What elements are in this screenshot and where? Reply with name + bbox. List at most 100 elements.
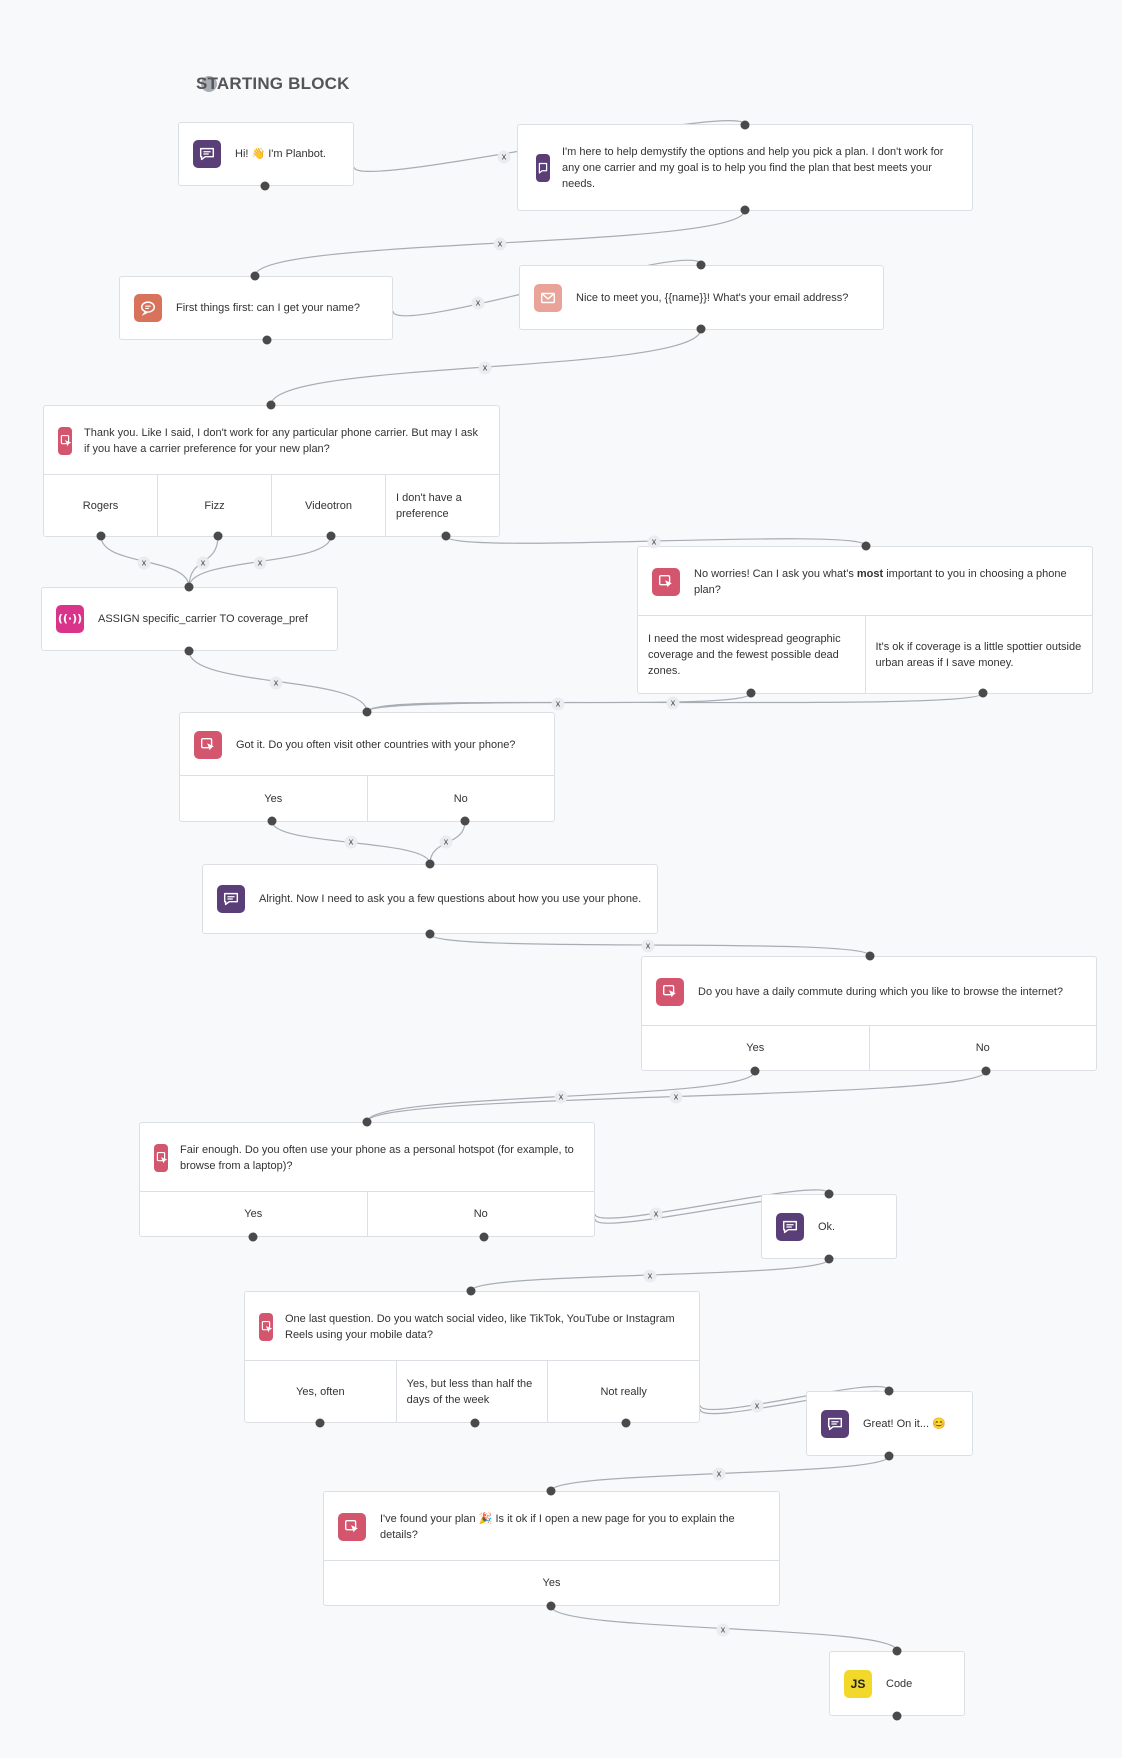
delete-connection-icon[interactable]: x (643, 1269, 657, 1283)
connector-port[interactable] (892, 1646, 902, 1656)
delete-connection-icon[interactable]: x (137, 556, 151, 570)
node-usage-message[interactable]: Alright. Now I need to ask you a few que… (202, 864, 658, 934)
delete-connection-icon[interactable]: x (716, 1623, 730, 1637)
connector-port[interactable] (184, 646, 194, 656)
node-intro[interactable]: I'm here to help demystify the options a… (517, 124, 973, 211)
connector-port[interactable] (262, 335, 272, 345)
connector-port[interactable] (696, 324, 706, 334)
connector-port[interactable] (466, 1286, 476, 1296)
start-marker[interactable] (201, 76, 217, 92)
envelope-icon (534, 283, 562, 312)
connector-port[interactable] (981, 1066, 991, 1076)
connector-port[interactable] (266, 400, 276, 410)
delete-connection-icon[interactable]: x (551, 697, 565, 711)
choice-no[interactable]: No (366, 1192, 595, 1236)
connector-port[interactable] (892, 1711, 902, 1721)
connector-port[interactable] (978, 688, 988, 698)
connector-port[interactable] (546, 1486, 556, 1496)
choice-yes[interactable]: Yes (264, 792, 283, 805)
connector-port[interactable] (740, 120, 750, 130)
choice-videotron[interactable]: Videotron (271, 475, 385, 536)
node-commute-question[interactable]: Do you have a daily commute during which… (641, 956, 1097, 1071)
delete-connection-icon[interactable]: x (344, 835, 358, 849)
node-great-message[interactable]: Great! On it... 😊 (806, 1391, 973, 1456)
connector-port[interactable] (479, 1232, 489, 1242)
choice-save-money[interactable]: It's ok if coverage is a little spottier… (864, 616, 1093, 693)
connector-port[interactable] (315, 1418, 325, 1428)
connector-port[interactable] (546, 1601, 556, 1611)
connector-port[interactable] (184, 582, 194, 592)
connector-port[interactable] (621, 1418, 631, 1428)
delete-connection-icon[interactable]: x (196, 556, 210, 570)
connector-port[interactable] (362, 1117, 372, 1127)
delete-connection-icon[interactable]: x (439, 835, 453, 849)
choice-row: Yes No (140, 1191, 594, 1236)
node-found-question[interactable]: I've found your plan 🎉 Is it ok if I ope… (323, 1491, 780, 1606)
delete-connection-icon[interactable]: x (493, 237, 507, 251)
node-assign[interactable]: ((·)) ASSIGN specific_carrier TO coverag… (41, 587, 338, 651)
connector-port[interactable] (740, 205, 750, 215)
delete-connection-icon[interactable]: x (497, 150, 511, 164)
node-countries-question[interactable]: Got it. Do you often visit other countri… (179, 712, 555, 822)
connector-port[interactable] (362, 707, 372, 717)
choice-row: Yes No (180, 775, 554, 821)
connector-port[interactable] (865, 951, 875, 961)
connector-port[interactable] (861, 541, 871, 551)
delete-connection-icon[interactable]: x (269, 676, 283, 690)
choice-no[interactable]: No (868, 1026, 1097, 1070)
node-coverage-question[interactable]: No worries! Can I ask you what's most im… (637, 546, 1093, 694)
node-social-question[interactable]: One last question. Do you watch social v… (244, 1291, 700, 1423)
connector-port[interactable] (213, 531, 223, 541)
node-hotspot-question[interactable]: Fair enough. Do you often use your phone… (139, 1122, 595, 1237)
connector-port[interactable] (260, 181, 270, 191)
delete-connection-icon[interactable]: x (666, 696, 680, 710)
choice-yes[interactable]: Yes (746, 1042, 765, 1054)
connector-port[interactable] (824, 1189, 834, 1199)
connector-port[interactable] (425, 859, 435, 869)
choice-yes-often[interactable]: Yes, often (296, 1385, 345, 1398)
connector-port[interactable] (884, 1451, 894, 1461)
delete-connection-icon[interactable]: x (712, 1467, 726, 1481)
choice-yes[interactable]: Yes (244, 1208, 263, 1220)
connector-port[interactable] (696, 260, 706, 270)
choice-yes[interactable]: Yes (542, 1577, 561, 1589)
node-ask-email[interactable]: Nice to meet you, {{name}}! What's your … (519, 265, 884, 330)
connector-port[interactable] (470, 1418, 480, 1428)
delete-connection-icon[interactable]: x (750, 1399, 764, 1413)
connector-port[interactable] (425, 929, 435, 939)
node-greeting[interactable]: Hi! 👋 I'm Planbot. (178, 122, 354, 186)
node-carrier-question[interactable]: Thank you. Like I said, I don't work for… (43, 405, 500, 537)
connector-port[interactable] (441, 531, 451, 541)
node-code[interactable]: JS Code (829, 1651, 965, 1716)
delete-connection-icon[interactable]: x (647, 535, 661, 549)
connector-port[interactable] (824, 1254, 834, 1264)
connector-port[interactable] (750, 1066, 760, 1076)
choice-not-really[interactable]: Not really (547, 1361, 699, 1422)
delete-connection-icon[interactable]: x (554, 1090, 568, 1104)
delete-connection-icon[interactable]: x (669, 1090, 683, 1104)
delete-connection-icon[interactable]: x (649, 1207, 663, 1221)
choice-wide-coverage[interactable]: I need the most widespread geographic co… (648, 632, 841, 677)
connector-port[interactable] (248, 1232, 258, 1242)
connector-port[interactable] (884, 1386, 894, 1396)
choice-fizz[interactable]: Fizz (157, 475, 271, 536)
delete-connection-icon[interactable]: x (471, 296, 485, 310)
delete-connection-icon[interactable]: x (478, 361, 492, 375)
connector-port[interactable] (96, 531, 106, 541)
connector-port[interactable] (326, 531, 336, 541)
connector-port[interactable] (460, 816, 470, 826)
node-ok-message[interactable]: Ok. (761, 1194, 897, 1259)
pointer-choice-icon (154, 1144, 168, 1172)
connector-port[interactable] (746, 688, 756, 698)
connector-port[interactable] (267, 816, 277, 826)
delete-connection-icon[interactable]: x (641, 939, 655, 953)
node-text: Alright. Now I need to ask you a few que… (259, 893, 642, 905)
connector-port[interactable] (250, 271, 260, 281)
choice-no-preference[interactable]: I don't have a preference (385, 475, 499, 536)
choice-rogers[interactable]: Rogers (82, 499, 119, 512)
choice-no[interactable]: No (366, 776, 555, 821)
delete-connection-icon[interactable]: x (253, 556, 267, 570)
node-ask-name[interactable]: First things first: can I get your name? (119, 276, 393, 340)
choice-less-than-half[interactable]: Yes, but less than half the days of the … (395, 1361, 548, 1422)
